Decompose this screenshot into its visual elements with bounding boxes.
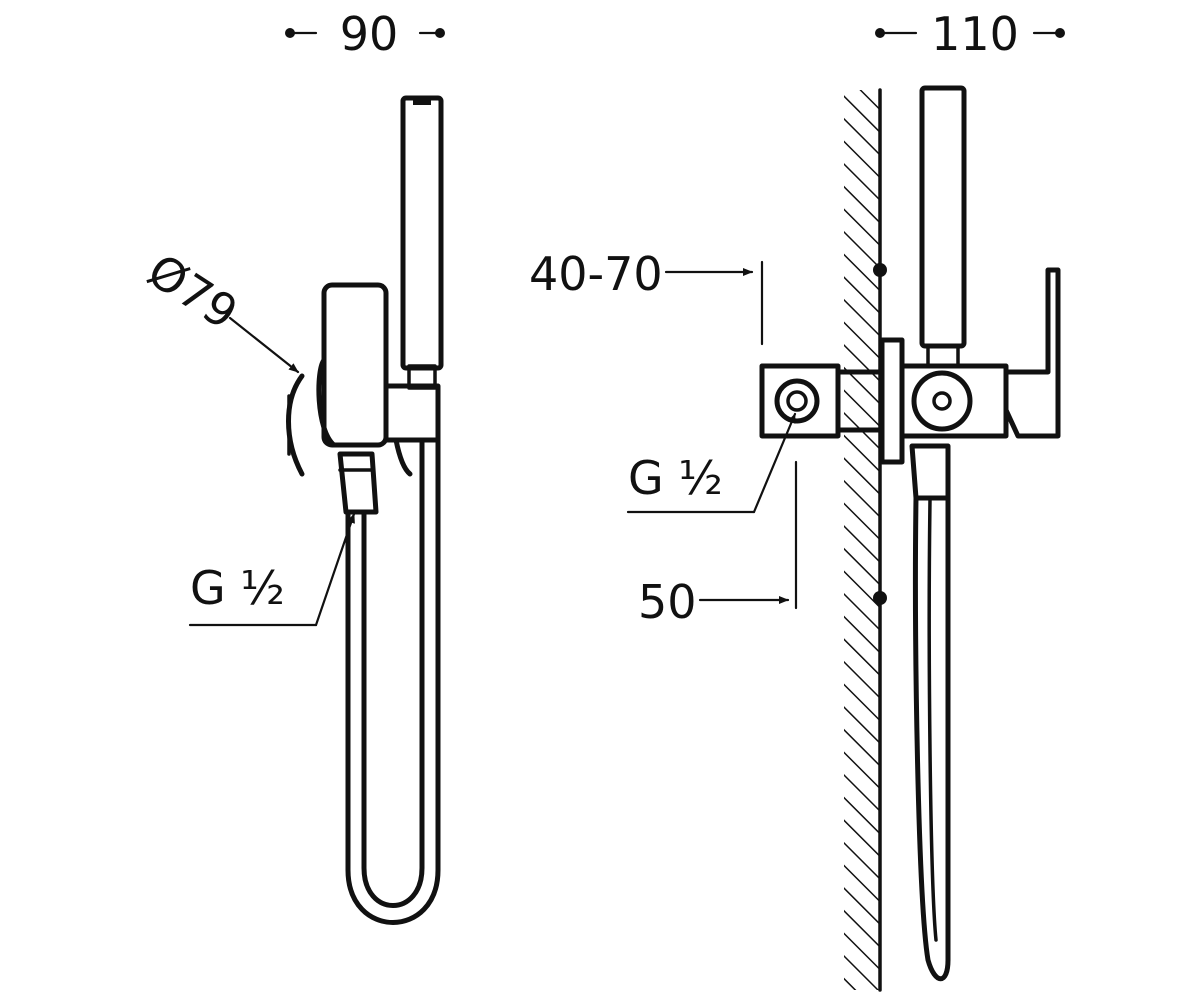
right-width-dimension: 110 <box>875 7 1065 61</box>
left-hose <box>345 437 441 925</box>
depth-dimension: 40-70 <box>529 247 764 346</box>
left-diameter-label: Ø79 <box>138 243 247 340</box>
left-mixer-body <box>286 282 441 515</box>
left-width-label: 90 <box>340 7 399 61</box>
left-thread-callout: G ½ <box>188 512 356 627</box>
left-view: 90 Ø79 <box>138 7 445 925</box>
left-thread-label: G ½ <box>190 561 285 615</box>
depth-label: 40-70 <box>529 247 663 301</box>
offset-dimension: 50 <box>638 460 798 629</box>
right-thread-callout: G ½ <box>626 412 797 514</box>
left-diameter-callout: Ø79 <box>138 243 300 374</box>
wall-section <box>844 88 887 992</box>
right-view: 110 <box>529 7 1065 992</box>
right-hose <box>909 443 951 982</box>
left-width-dimension: 90 <box>285 7 445 61</box>
offset-label: 50 <box>638 575 697 629</box>
right-hand-shower <box>919 85 967 368</box>
right-mixer-body <box>879 267 1061 465</box>
right-thread-label: G ½ <box>628 451 723 505</box>
left-hand-shower <box>400 95 444 390</box>
right-width-label: 110 <box>931 7 1019 61</box>
